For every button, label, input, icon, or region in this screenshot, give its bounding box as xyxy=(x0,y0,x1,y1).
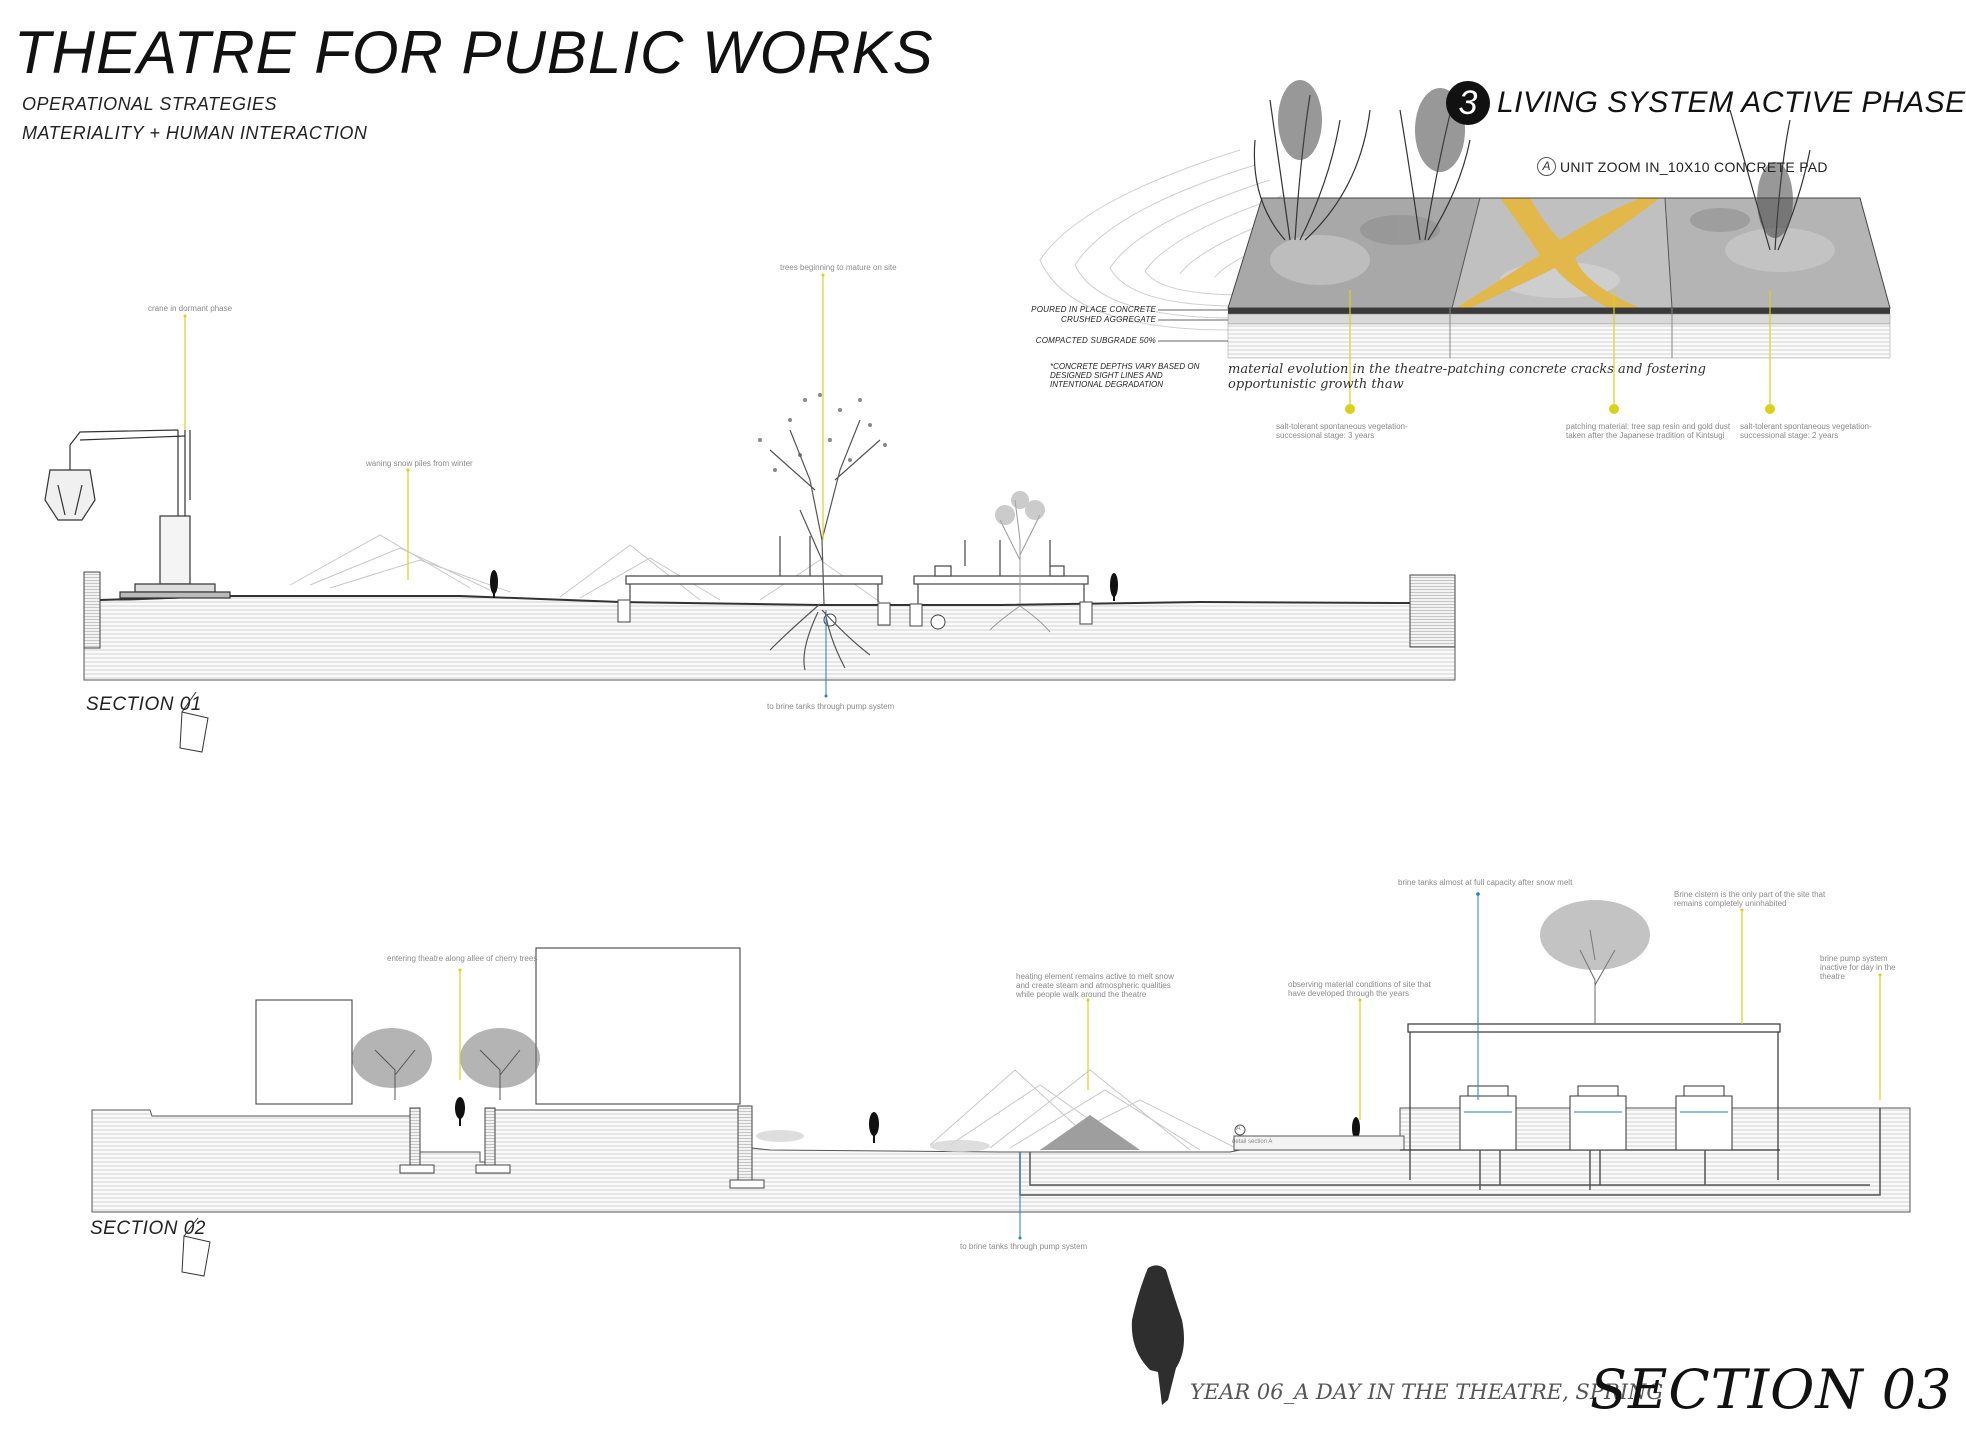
section-drawing xyxy=(44,80,1911,1405)
section-01-drawing xyxy=(44,273,1456,753)
phase-number-badge: 3 xyxy=(1446,81,1490,125)
section-03-subtitle: YEAR 06_A DAY IN THE THEATRE, SPRING xyxy=(1190,1380,1664,1404)
cypress-icons xyxy=(490,570,1118,601)
tree xyxy=(769,419,881,671)
layer-compacted-subgrade: COMPACTED SUBGRADE 50% xyxy=(1035,336,1156,345)
section-01-label: SECTION 01 xyxy=(86,694,202,715)
concrete-pad-axon xyxy=(1039,80,1891,414)
section-03-title: SECTION 03 xyxy=(1590,1358,1953,1421)
pad-annotation-3: salt-tolerant spontaneous vegetation-suc… xyxy=(1740,422,1872,440)
annotation-brine-full: brine tanks almost at full capacity afte… xyxy=(1398,878,1573,887)
section-02-drawing xyxy=(91,892,1911,1277)
annotation-cherry-trees: entering theatre along allee of cherry t… xyxy=(387,954,538,963)
annotation-snow: waning snow piles from winter xyxy=(366,459,473,468)
pad-annotation-2: patching material: tree sap resin and go… xyxy=(1566,422,1731,440)
annotation-observing: observing material conditions of site th… xyxy=(1288,980,1431,998)
person-silhouette xyxy=(1131,1265,1184,1405)
zoom-callout-icon: A xyxy=(1537,157,1556,176)
annotation-pump-inactive: brine pump system inactive for day in th… xyxy=(1820,954,1896,981)
annotation-trees: trees beginning to mature on site xyxy=(780,263,897,272)
subtitle-materiality: MATERIALITY + HUMAN INTERACTION xyxy=(22,123,368,143)
subtitle-operational: OPERATIONAL STRATEGIES xyxy=(22,94,278,114)
material-evolution-note: material evolution in the theatre-patchi… xyxy=(1228,362,1706,392)
annotation-pump-02: to brine tanks through pump system xyxy=(960,1242,1088,1251)
annotation-cistern: Brine cistern is the only part of the si… xyxy=(1674,890,1826,908)
pad-callout-letter: A xyxy=(1236,1125,1241,1132)
annotation-pump-01: to brine tanks through pump system xyxy=(767,702,895,711)
phase-title: LIVING SYSTEM ACTIVE PHASE xyxy=(1497,86,1966,119)
layer-poured-concrete: POURED IN PLACE CONCRETE xyxy=(1031,305,1156,314)
page-title: THEATRE FOR PUBLIC WORKS xyxy=(14,19,934,86)
concrete-depth-note: *CONCRETE DEPTHS VARY BASED ON DESIGNED … xyxy=(1050,362,1200,389)
pad-annotation-1: salt-tolerant spontaneous vegetation-suc… xyxy=(1276,422,1408,440)
section-02-label: SECTION 02 xyxy=(90,1218,206,1239)
crane xyxy=(44,429,231,599)
annotation-heating: heating element remains active to melt s… xyxy=(1016,972,1174,999)
zoom-label: UNIT ZOOM IN_10X10 CONCRETE PAD xyxy=(1560,159,1828,175)
layer-crushed-aggregate: CRUSHED AGGREGATE xyxy=(1061,315,1156,324)
pad-detail-label: detail section A xyxy=(1232,1139,1273,1145)
annotation-crane: crane in dormant phase xyxy=(148,304,233,313)
